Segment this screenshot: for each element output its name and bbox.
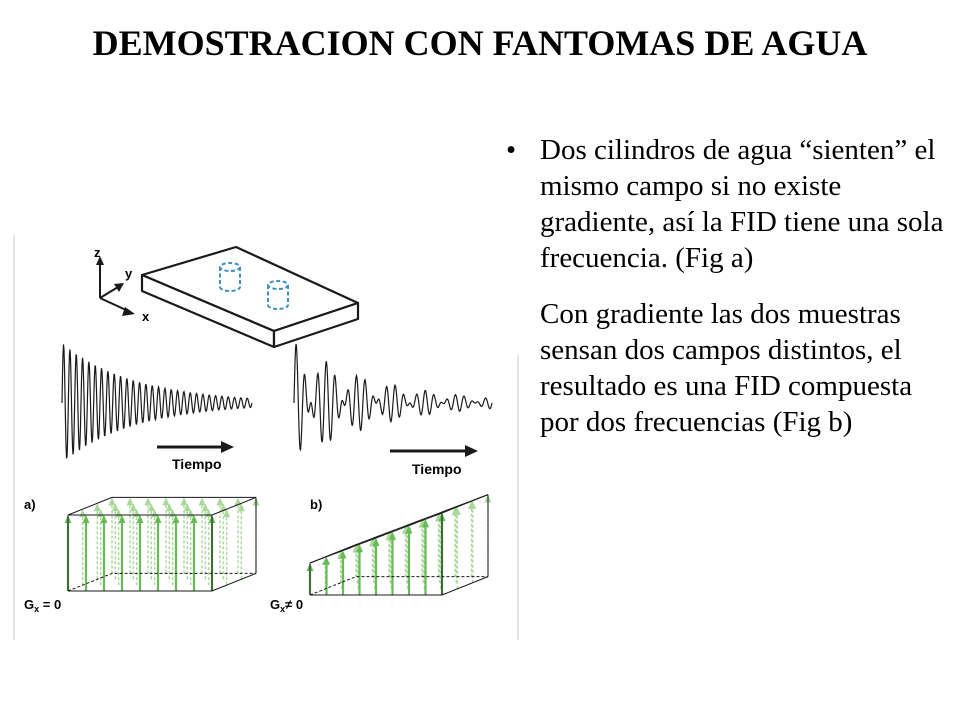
time-arrow-b	[390, 445, 478, 457]
paragraph-2: Con gradiente las dos muestras sensan do…	[540, 298, 913, 438]
y-axis-label: y	[125, 266, 133, 281]
panel-a-field-arrowhead	[165, 503, 173, 512]
panel-b-label: b)	[310, 497, 322, 512]
water-cylinder-2	[267, 280, 289, 310]
panel-a-field-arrowhead	[144, 497, 152, 506]
panel-a-field-arrowhead	[118, 515, 126, 523]
phantom-figure-svg: z y x	[13, 235, 519, 640]
panel-a-field-arrowhead	[147, 503, 155, 512]
panel-a-field-arrowhead	[172, 515, 180, 523]
panel-b-box-edge	[309, 576, 488, 596]
panel-b-field-arrowhead	[453, 506, 461, 515]
panel-a-field-arrowhead	[136, 515, 144, 523]
bullet-marker: •	[506, 134, 517, 166]
x-axis-line	[99, 297, 129, 312]
y-axis-arrowhead	[114, 283, 124, 292]
panel-b-field-arrowhead	[323, 556, 330, 565]
panel-a-box-edge	[68, 572, 257, 592]
fid-signal-single-frequency	[61, 344, 253, 459]
x-axis-label: x	[142, 309, 150, 324]
panel-a-field-arrowhead	[129, 503, 137, 512]
time-label-a: Tiempo	[172, 456, 222, 472]
panel-a-box-edge	[211, 496, 257, 516]
panel-a-field-arrowhead	[216, 497, 224, 506]
phantom-figure: z y x	[12, 225, 520, 643]
panel-b-box-edge	[309, 544, 357, 564]
z-axis-arrowhead	[96, 256, 104, 265]
fid-signal-two-frequencies	[293, 343, 493, 452]
gradient-field-b	[306, 494, 492, 596]
panel-a-field-arrowhead	[237, 503, 245, 512]
gradient-field-a	[64, 496, 260, 592]
panel-b-box-edge	[441, 494, 489, 514]
panel-a-field-arrowhead	[126, 497, 134, 506]
y-axis-line	[99, 286, 119, 299]
panel-b-field-arrowhead	[356, 544, 363, 553]
panel-a-field-arrowhead	[201, 503, 209, 512]
z-axis-label: z	[94, 245, 101, 260]
panel-b-field-arrowhead	[389, 531, 396, 540]
panel-b-field-arrowhead	[339, 550, 347, 559]
bullet-item-1: • Dos cilindros de agua “sienten” el mis…	[504, 132, 948, 276]
panel-a-box-edge	[67, 572, 256, 592]
slide-title: DEMOSTRACION CON FANTOMAS DE AGUA	[92, 23, 868, 63]
panel-b-field-arrowhead	[422, 519, 429, 528]
panel-a-field-arrowhead	[100, 515, 108, 523]
panel-b-field-arrowhead	[372, 538, 380, 546]
panel-a-field-arrowhead	[111, 503, 119, 512]
slab-side-face	[272, 301, 360, 349]
panel-a-field-arrowhead	[198, 497, 206, 506]
time-arrow-a	[157, 441, 234, 453]
x-axis-arrowhead	[122, 307, 135, 316]
panel-b-box-edge	[310, 576, 489, 596]
time-label-b: Tiempo	[412, 461, 462, 477]
coordinate-axes	[96, 256, 135, 316]
panel-a-field-arrowhead	[190, 515, 198, 523]
phantom-slab	[140, 245, 360, 349]
gradient-label-b: Gx≠ 0	[270, 597, 303, 614]
bullet-text-1: Dos cilindros de agua “sienten” el mismo…	[540, 134, 944, 274]
panel-a-field-arrowhead	[183, 503, 191, 512]
panel-a-field-arrowhead	[162, 497, 170, 506]
panel-a-field-arrowhead	[82, 515, 90, 523]
panel-a-field-arrowhead	[154, 515, 162, 523]
panel-b-field-arrowhead	[405, 525, 413, 534]
panel-a-field-arrowhead	[223, 509, 231, 518]
panel-a-field-arrowhead	[180, 497, 188, 506]
panel-a-field-arrowhead	[108, 497, 116, 506]
slide-text: • Dos cilindros de agua “sienten” el mis…	[504, 132, 948, 440]
water-cylinder-1	[219, 262, 241, 292]
panel-b-field-arrowhead	[469, 500, 477, 509]
gradient-label-a: Gx = 0	[24, 597, 61, 614]
panel-a-label: a)	[24, 497, 36, 512]
panel-a-box-edge	[67, 496, 113, 516]
panel-a-field-arrowhead	[93, 503, 101, 512]
